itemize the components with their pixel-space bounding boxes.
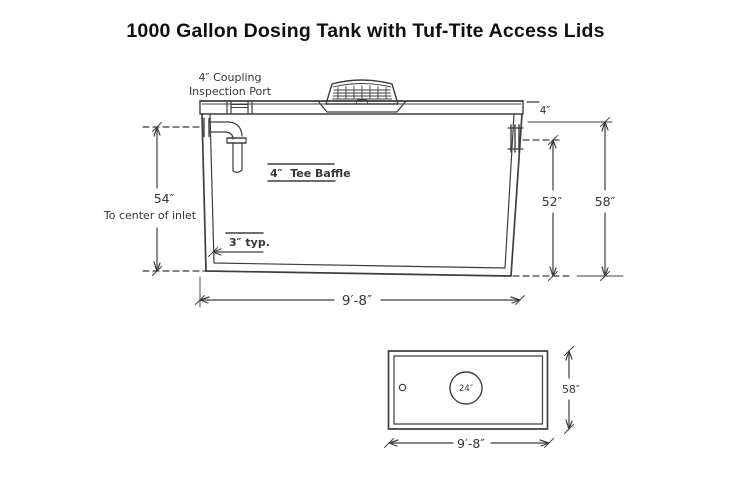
- dim-note-inlet: To center of inlet: [103, 209, 197, 222]
- dim-inlet-height: 54″ To center of inlet: [103, 122, 212, 276]
- outlet-coupling: [507, 124, 563, 153]
- tank-outline-top: [387, 350, 549, 430]
- tank-body-outline: [201, 113, 523, 277]
- access-lid-diameter: 24″: [459, 384, 473, 394]
- dim-text-58: 58″: [595, 194, 616, 209]
- label-wall-thickness-text: 3″ typ.: [229, 236, 270, 249]
- dim-text-4: 4″: [540, 105, 551, 117]
- diagram-title: 1000 Gallon Dosing Tank with Tuf-Tite Ac…: [126, 20, 605, 42]
- dim-text-54: 54″: [154, 191, 175, 206]
- dim-text-top-length: 9′-8″: [457, 436, 485, 451]
- dim-overall-length: 9′-8″: [195, 276, 525, 309]
- inspection-port-top: [398, 383, 407, 392]
- dim-text-52: 52″: [542, 194, 563, 209]
- dim-top-width: 58″: [562, 346, 580, 434]
- label-tee-baffle-text: 4″ Tee Baffle: [270, 167, 351, 180]
- dim-top-offset: 4″: [526, 101, 551, 117]
- inspection-port: [226, 100, 253, 115]
- access-lid-top: 24″: [449, 371, 483, 405]
- label-coupling-line2: Inspection Port: [189, 85, 272, 98]
- inlet-tee-baffle: [142, 117, 247, 173]
- tuf-tite-access-lid: [317, 79, 407, 113]
- label-wall-thickness: 3″ typ.: [208, 232, 270, 257]
- top-view: 24″ 58″ 9′-8″: [384, 346, 580, 451]
- dim-text-top-width: 58″: [562, 383, 580, 396]
- dim-overall-height: 58″: [527, 117, 624, 281]
- side-view: 54″ To center of inlet 52″: [103, 71, 624, 309]
- label-coupling-line1: 4″ Coupling: [198, 71, 261, 84]
- dim-outlet-height: 52″: [512, 135, 574, 281]
- dim-top-length: 9′-8″: [384, 436, 554, 451]
- label-coupling-inspection-port: 4″ Coupling Inspection Port: [189, 71, 272, 98]
- label-tee-baffle: 4″ Tee Baffle: [267, 163, 351, 182]
- dim-text-length: 9′-8″: [342, 293, 372, 309]
